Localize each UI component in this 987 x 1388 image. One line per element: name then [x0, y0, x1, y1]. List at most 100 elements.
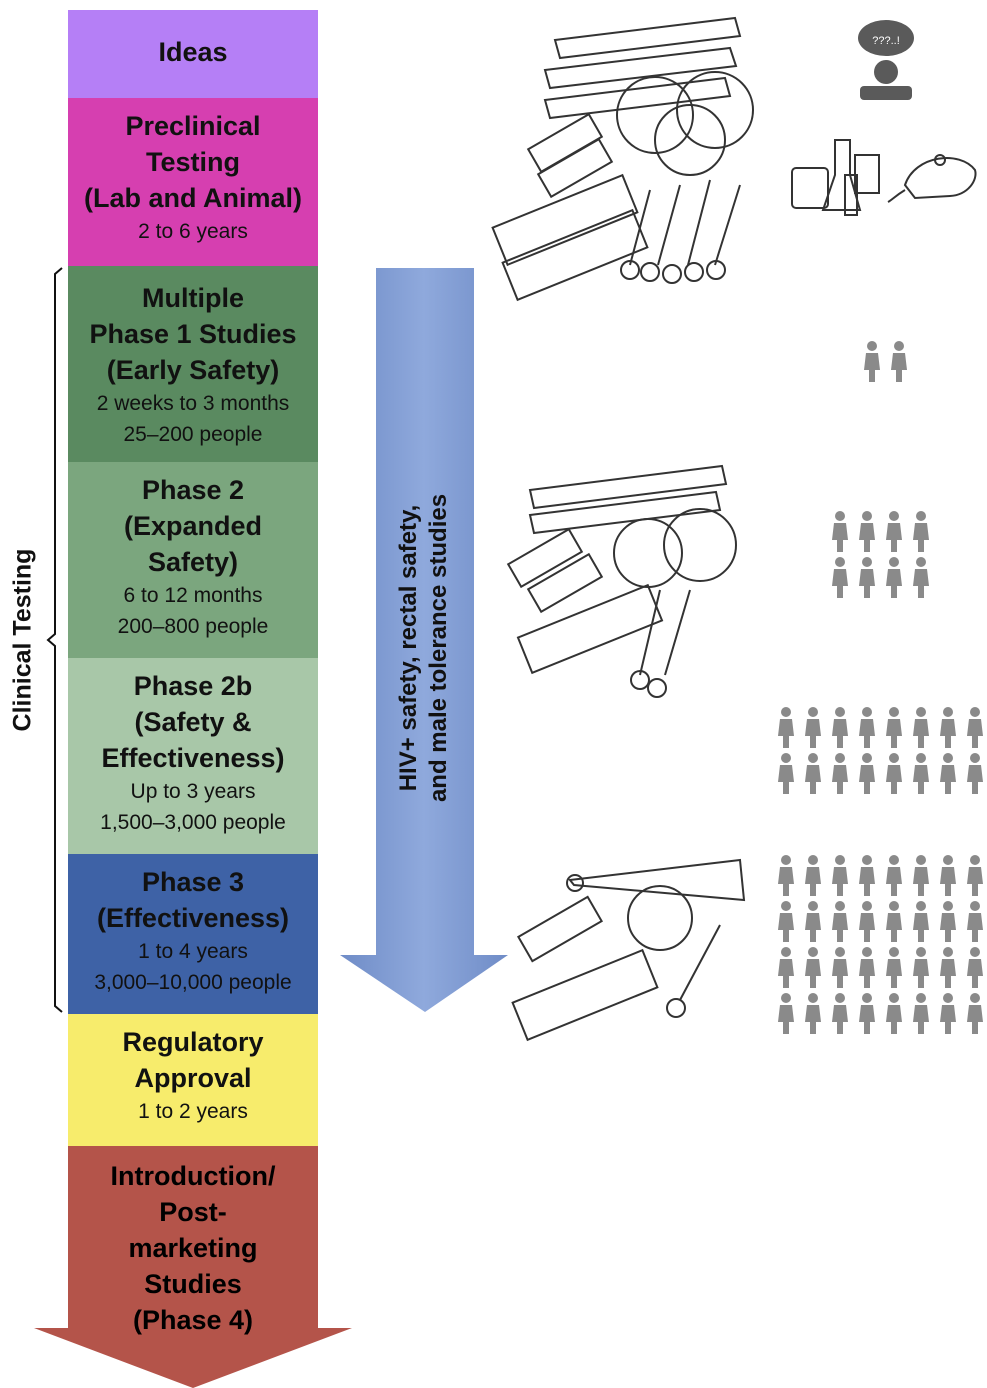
person-icon [886, 511, 902, 552]
stage-regulatory: Regulatory Approval 1 to 2 years [68, 1014, 318, 1146]
stage-phase2b-people: 1,500–3,000 people [100, 811, 286, 834]
stage-regulatory-duration: 1 to 2 years [138, 1100, 248, 1123]
microbicide-products-icon-large [491, 16, 754, 302]
person-icon [940, 901, 956, 942]
person-icon [805, 993, 821, 1034]
stage-preclinical: Preclinical Testing (Lab and Animal) 2 t… [68, 98, 318, 266]
person-icon [859, 855, 875, 896]
stage-preclinical-duration: 2 to 6 years [138, 220, 248, 243]
stage-phase2-title-3: Safety) [147, 547, 239, 577]
stage-phase1: Multiple Phase 1 Studies (Early Safety) … [68, 266, 318, 462]
stage-introduction-title-3: marketing [128, 1233, 258, 1263]
stage-phase2b-duration: Up to 3 years [130, 780, 256, 803]
person-icon [859, 947, 875, 988]
stage-phase2-title-2: (Expanded [123, 511, 263, 541]
stage-phase2b-title-2: (Safety & [134, 707, 252, 737]
person-icon [805, 753, 821, 794]
stage-phase3-people: 3,000–10,000 people [94, 971, 292, 994]
person-icon [805, 855, 821, 896]
person-icon [832, 901, 848, 942]
stage-introduction-title-5: (Phase 4) [132, 1305, 254, 1335]
person-icon [913, 993, 929, 1034]
person-icon [859, 557, 875, 598]
person-icon [778, 947, 794, 988]
participant-groups [778, 341, 983, 1034]
person-icon [913, 753, 929, 794]
person-icon [913, 947, 929, 988]
thinker-bubble-text: ???..! [872, 35, 900, 47]
stage-ideas-title: Ideas [158, 37, 228, 67]
stage-phase3-title-1: Phase 3 [141, 867, 245, 897]
stage-phase2b-title-1: Phase 2b [133, 671, 253, 701]
person-icon [886, 901, 902, 942]
person-icon [913, 707, 929, 748]
person-icon [940, 947, 956, 988]
stage-phase3-title-2: (Effectiveness) [96, 903, 290, 933]
person-icon [967, 901, 983, 942]
person-icon [913, 855, 929, 896]
stage-preclinical-title-2: Testing [146, 147, 240, 177]
person-icon [832, 855, 848, 896]
person-icon [805, 901, 821, 942]
thinker-icon: ???..! [858, 20, 914, 100]
person-icon [778, 901, 794, 942]
person-icon [859, 993, 875, 1034]
side-arrow-shape [340, 268, 508, 1012]
person-icon [967, 707, 983, 748]
person-icon [913, 511, 929, 552]
lab-glassware-icon [791, 139, 880, 216]
stage-regulatory-title-1: Regulatory [122, 1027, 264, 1057]
person-icon [886, 947, 902, 988]
person-icon [778, 753, 794, 794]
person-icon [778, 707, 794, 748]
lab-mouse-icon [887, 154, 977, 203]
person-icon [778, 993, 794, 1034]
stage-phase2-people: 200–800 people [117, 615, 269, 638]
person-icon [832, 993, 848, 1034]
person-icon [940, 753, 956, 794]
person-icon [859, 753, 875, 794]
stage-preclinical-title-1: Preclinical [125, 111, 261, 141]
person-icon [832, 947, 848, 988]
person-icon [940, 707, 956, 748]
stage-phase2: Phase 2 (Expanded Safety) 6 to 12 months… [68, 462, 318, 658]
person-icon [913, 901, 929, 942]
person-icon [891, 341, 907, 382]
stage-phase2-title-1: Phase 2 [141, 475, 245, 505]
person-icon [859, 511, 875, 552]
person-icon [886, 753, 902, 794]
stage-introduction-title-2: Post- [159, 1197, 227, 1227]
stage-phase1-duration: 2 weeks to 3 months [96, 392, 290, 415]
stage-introduction: Introduction/ Post- marketing Studies (P… [68, 1158, 318, 1338]
person-icon [832, 557, 848, 598]
person-icon [967, 993, 983, 1034]
person-icon [832, 707, 848, 748]
person-icon [859, 707, 875, 748]
person-icon [940, 993, 956, 1034]
microbicide-products-icon-medium [506, 464, 737, 698]
person-icon [886, 855, 902, 896]
stage-ideas: Ideas [68, 10, 318, 98]
stage-regulatory-title-2: Approval [134, 1063, 252, 1093]
person-icon [967, 753, 983, 794]
stage-phase2b-title-3: Effectiveness) [101, 743, 285, 773]
person-icon [967, 947, 983, 988]
person-icon [967, 855, 983, 896]
stage-introduction-title-4: Studies [144, 1269, 242, 1299]
microbicide-products-icon-small [511, 858, 746, 1042]
person-icon [913, 557, 929, 598]
stage-phase1-title-2: Phase 1 Studies [89, 319, 297, 349]
person-icon [864, 341, 880, 382]
stage-phase3-duration: 1 to 4 years [138, 940, 248, 963]
person-icon [778, 855, 794, 896]
stage-phase2b: Phase 2b (Safety & Effectiveness) Up to … [68, 658, 318, 854]
person-icon [832, 511, 848, 552]
person-icon [859, 901, 875, 942]
person-icon [832, 753, 848, 794]
person-icon [805, 947, 821, 988]
stage-introduction-title-1: Introduction/ [110, 1161, 276, 1191]
